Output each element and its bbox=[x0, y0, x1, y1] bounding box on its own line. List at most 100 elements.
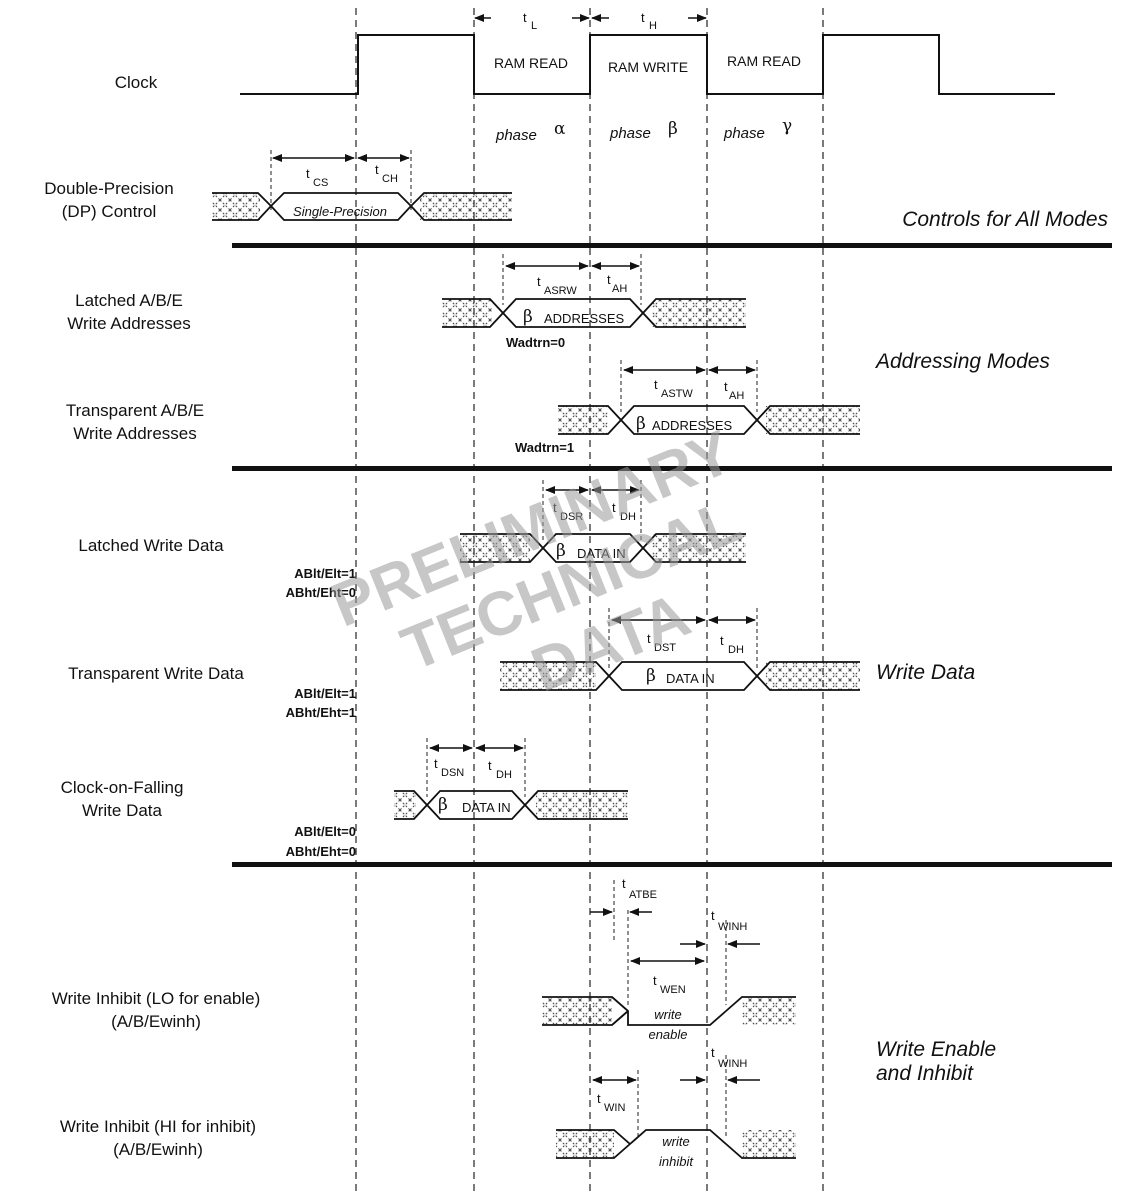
wi-hi-inhibit: inhibit bbox=[659, 1154, 694, 1169]
wi-lo-hatch-left bbox=[542, 997, 612, 1025]
abht0-label: ABht/Eht=0 bbox=[286, 585, 356, 600]
transparent-addr-bottom bbox=[558, 418, 860, 435]
latched-data-row: Latched Write Data β DATA IN ABlt/Elt=1 … bbox=[78, 480, 746, 600]
latched-data-hatch-right bbox=[652, 534, 746, 562]
tch-sub: CH bbox=[382, 173, 398, 185]
abht1-label: ABht/Eht=1 bbox=[286, 705, 356, 720]
latched-addr-bottom bbox=[442, 311, 746, 328]
wi-hi-line2: (A/B/Ewinh) bbox=[113, 1140, 203, 1159]
twinh1-label: t bbox=[711, 908, 715, 923]
latched-addr-hatch-right bbox=[652, 299, 746, 327]
cof-hatch-right bbox=[536, 791, 628, 819]
section-controls: Controls for All Modes bbox=[902, 208, 1108, 231]
latched-data-text: DATA IN bbox=[577, 546, 626, 561]
clock-row: Clock RAM READ RAM WRITE RAM READ t L t … bbox=[115, 10, 1055, 95]
phase-alpha-symbol: α bbox=[554, 119, 566, 139]
write-inhibit-lo-row: Write Inhibit (LO for enable) (A/B/Ewinh… bbox=[52, 876, 796, 1042]
latched-data-top bbox=[460, 533, 746, 550]
phase-gamma-word: phase bbox=[723, 125, 765, 142]
tch-label: t bbox=[375, 162, 379, 177]
twen-sub: WEN bbox=[660, 984, 686, 996]
dp-control-row: Double-Precision (DP) Control Single-Pre… bbox=[44, 150, 512, 221]
twin-sub: WIN bbox=[604, 1102, 625, 1114]
single-precision-label: Single-Precision bbox=[293, 204, 387, 219]
ablt1-label: ABlt/Elt=1 bbox=[294, 566, 356, 581]
tH-label: t bbox=[641, 10, 645, 25]
wi-lo-line1: Write Inhibit (LO for enable) bbox=[52, 989, 261, 1008]
wadtrn1-label: Wadtrn=1 bbox=[515, 440, 574, 455]
wi-lo-write: write bbox=[654, 1007, 681, 1022]
cof-bottom bbox=[394, 803, 628, 820]
tastw-label: t bbox=[654, 377, 658, 392]
wi-hi-hatch-left bbox=[556, 1130, 614, 1158]
cof-top bbox=[394, 790, 628, 807]
cof-beta: β bbox=[438, 795, 448, 815]
transparent-address-row: Transparent A/B/E Write Addresses β ADDR… bbox=[66, 360, 860, 455]
transparent-addr-line2: Write Addresses bbox=[73, 424, 196, 443]
transparent-data-hatch-left bbox=[500, 662, 596, 690]
tdst-label: t bbox=[647, 631, 651, 646]
tdh1-label: t bbox=[612, 500, 616, 515]
transparent-data-hatch-right bbox=[766, 662, 860, 690]
tL-sub: L bbox=[531, 20, 537, 32]
tdh3-sub: DH bbox=[496, 769, 512, 781]
tdh2-sub: DH bbox=[728, 644, 744, 656]
latched-data-beta: β bbox=[556, 541, 566, 561]
tah2-sub: AH bbox=[729, 390, 744, 402]
tasrw-label: t bbox=[537, 274, 541, 289]
transparent-data-beta: β bbox=[646, 666, 656, 686]
wi-hi-waveform-top bbox=[556, 1129, 631, 1145]
tdst-sub: DST bbox=[654, 642, 676, 654]
latched-addr-line1: Latched A/B/E bbox=[75, 291, 183, 310]
latched-data-hatch-left bbox=[460, 534, 530, 562]
tdh1-sub: DH bbox=[620, 511, 636, 523]
dp-hatch-left bbox=[212, 193, 260, 220]
transparent-data-row: Transparent Write Data β DATA IN ABlt/El… bbox=[68, 608, 860, 720]
tcs-label: t bbox=[306, 166, 310, 181]
tdsr-sub: DSR bbox=[560, 511, 583, 523]
wi-hi-line1: Write Inhibit (HI for inhibit) bbox=[60, 1117, 256, 1136]
cof-label-line1: Clock-on-Falling bbox=[61, 778, 184, 797]
wi-hi-write: write bbox=[662, 1134, 689, 1149]
tdsn-label: t bbox=[434, 756, 438, 771]
wi-lo-hatch-right bbox=[742, 997, 796, 1025]
transparent-data-bottom bbox=[500, 674, 860, 691]
twinh2-label: t bbox=[711, 1045, 715, 1060]
latched-addr-top bbox=[442, 298, 746, 315]
ram-write: RAM WRITE bbox=[608, 59, 688, 75]
tH-sub: H bbox=[649, 20, 657, 32]
transparent-addr-top bbox=[558, 405, 860, 422]
section-we-line2: and Inhibit bbox=[876, 1062, 974, 1085]
phase-alpha-word: phase bbox=[495, 127, 537, 144]
latched-addr-line2: Write Addresses bbox=[67, 314, 190, 333]
section-dividers bbox=[232, 243, 1112, 867]
divider-1 bbox=[232, 243, 1112, 248]
transparent-data-text: DATA IN bbox=[666, 671, 715, 686]
wi-hi-waveform-bottom bbox=[556, 1129, 796, 1159]
latched-address-row: Latched A/B/E Write Addresses β ADDRESSE… bbox=[67, 254, 746, 350]
dp-label-line2: (DP) Control bbox=[62, 202, 156, 221]
transparent-data-label: Transparent Write Data bbox=[68, 664, 244, 683]
latched-addr-hatch-left bbox=[442, 299, 492, 327]
twin-label: t bbox=[597, 1091, 601, 1106]
tah1-sub: AH bbox=[612, 283, 627, 295]
section-addressing: Addressing Modes bbox=[874, 350, 1050, 373]
ablt0-label: ABlt/Elt=0 bbox=[294, 824, 356, 839]
ablt1b-label: ABlt/Elt=1 bbox=[294, 686, 356, 701]
dp-waveform-bottom bbox=[212, 192, 512, 221]
dp-label-line1: Double-Precision bbox=[44, 179, 173, 198]
cof-data-row: Clock-on-Falling Write Data β DATA IN AB… bbox=[61, 738, 628, 859]
twinh2-sub: WINH bbox=[718, 1058, 747, 1070]
section-write-data: Write Data bbox=[876, 661, 975, 684]
wi-hi-hatch-right bbox=[742, 1130, 796, 1158]
tdh3-label: t bbox=[488, 758, 492, 773]
latched-data-label: Latched Write Data bbox=[78, 536, 224, 555]
transparent-addr-text: ADDRESSES bbox=[652, 418, 733, 433]
tah1-label: t bbox=[607, 272, 611, 287]
cof-label-line2: Write Data bbox=[82, 801, 163, 820]
divider-2 bbox=[232, 466, 1112, 471]
clock-waveform bbox=[240, 34, 1055, 95]
tdsn-sub: DSN bbox=[441, 767, 464, 779]
transparent-addr-beta: β bbox=[636, 414, 646, 434]
phase-gamma-symbol: γ bbox=[782, 116, 792, 136]
